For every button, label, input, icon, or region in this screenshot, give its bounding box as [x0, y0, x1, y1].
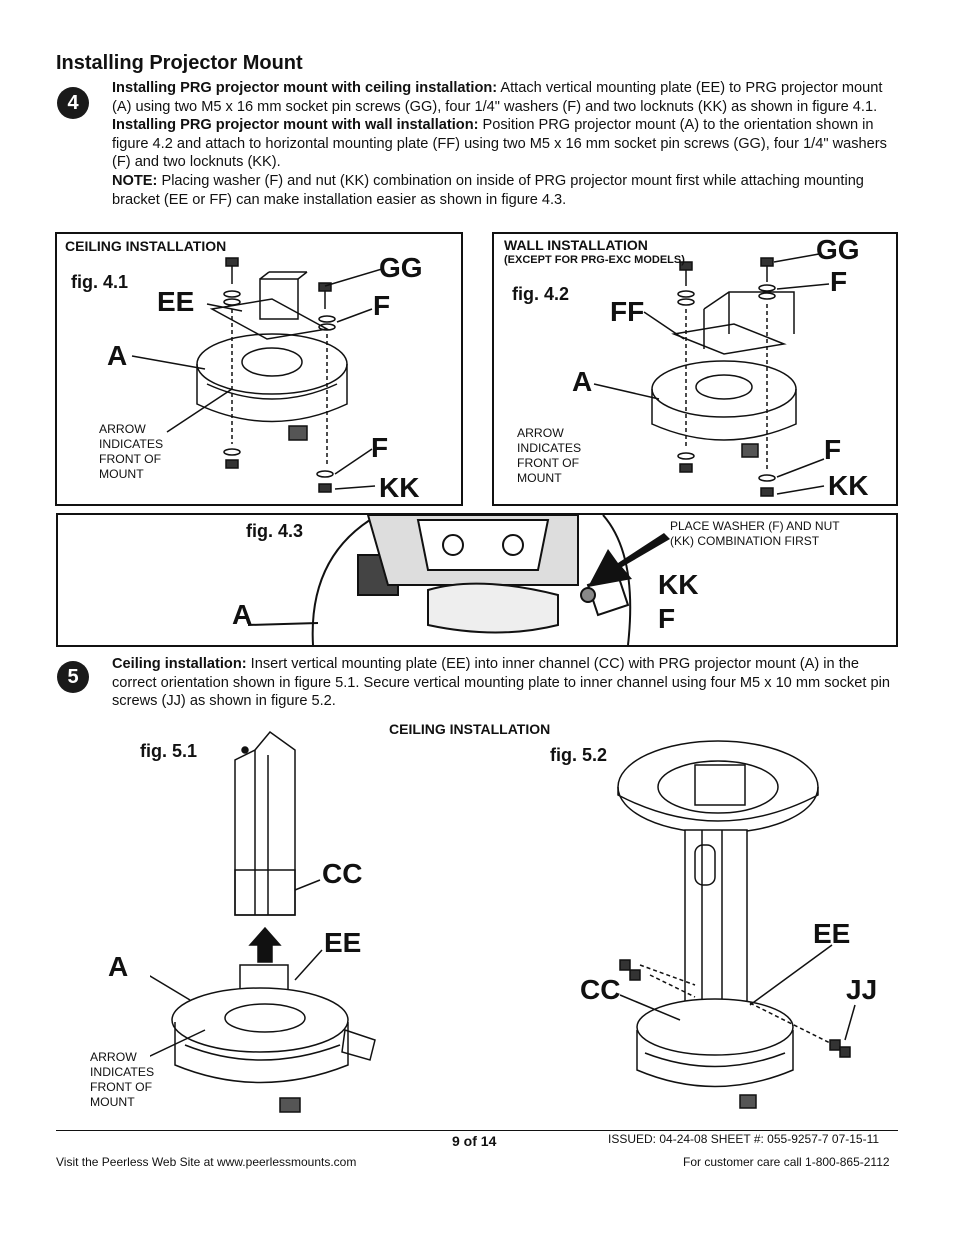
arrow-note-line: FRONT OF — [99, 452, 162, 466]
fig-4-3-drawing — [247, 515, 670, 645]
note-body: Placing washer (F) and nut (KK) combinat… — [112, 172, 864, 208]
fig-5-2-caption: fig. 5.2 — [550, 745, 608, 765]
fig-5-1-caption: fig. 5.1 — [140, 741, 198, 761]
label-cc: CC — [580, 974, 621, 1005]
step-4-note-paragraph: NOTE: Placing washer (F) and nut (KK) co… — [112, 172, 898, 209]
label-ee: EE — [813, 918, 851, 949]
label-f: F — [658, 603, 676, 634]
customer-care-line: For customer care call 1-800-865-2112 — [683, 1155, 890, 1169]
arrow-note-line: MOUNT — [517, 471, 562, 485]
fig-4-2-subtitle: (EXCEPT FOR PRG-EXC MODELS) — [504, 254, 685, 266]
footer-divider — [56, 1130, 898, 1131]
label-a: A — [572, 366, 593, 397]
label-gg: GG — [379, 252, 423, 283]
fig-5-2-drawing — [617, 740, 856, 1109]
label-a: A — [108, 951, 129, 982]
step-5-text: Ceiling installation: Insert vertical mo… — [112, 655, 902, 711]
label-f-bottom: F — [824, 434, 842, 465]
fig-4-1-caption: fig. 4.1 — [71, 272, 129, 292]
step-4-text: Installing PRG projector mount with ceil… — [112, 79, 898, 209]
arrow-note-line: ARROW — [517, 426, 564, 440]
fig-4-2-drawing — [593, 253, 830, 497]
arrow-note-line: INDICATES — [99, 437, 164, 451]
label-cc: CC — [322, 858, 363, 889]
fig-5-title: CEILING INSTALLATION — [389, 721, 551, 737]
fig-5-1-drawing — [150, 730, 376, 1113]
step-5-badge: 5 — [57, 661, 89, 693]
arrow-note-line: FRONT OF — [517, 456, 580, 470]
label-f-top: F — [373, 290, 391, 321]
step-4-badge: 4 — [57, 87, 89, 119]
fig-4-3-panel: fig. 4.3 PLACE WASHER (F) AND NUT (KK) C… — [56, 513, 898, 647]
label-a: A — [107, 340, 128, 371]
arrow-note-line: MOUNT — [99, 467, 144, 481]
fig-4-2-caption: fig. 4.2 — [512, 284, 570, 304]
arrow-note-line: ARROW — [90, 1050, 137, 1064]
issued-info: ISSUED: 04-24-08 SHEET #: 055-9257-7 07-… — [608, 1132, 880, 1146]
note-lead: NOTE: — [112, 172, 158, 189]
fig-4-3-caption: fig. 4.3 — [246, 521, 304, 541]
fig-4-1-title: CEILING INSTALLATION — [65, 238, 227, 254]
wall-body: Position PRG projector mount (A) to the … — [112, 117, 887, 171]
note-line-2: (KK) COMBINATION FIRST — [670, 534, 820, 548]
arrow-note-line: MOUNT — [90, 1095, 135, 1109]
fig-4-1-drawing — [131, 257, 383, 493]
label-f-top: F — [830, 266, 848, 297]
page-number: 9 of 14 — [452, 1133, 497, 1149]
fig-4-2-title: WALL INSTALLATION — [504, 237, 648, 253]
fig-4-1-panel: CEILING INSTALLATION fig. 4.1 GG EE F A … — [55, 232, 463, 506]
label-f-bottom: F — [371, 432, 389, 463]
label-ee: EE — [157, 286, 195, 317]
label-kk: KK — [828, 470, 869, 501]
arrow-note: ARROW INDICATES FRONT OF MOUNT — [99, 422, 163, 482]
ceiling-body: Attach vertical mounting plate (EE) to P… — [112, 80, 883, 115]
arrow-note: ARROW INDICATES FRONT OF MOUNT — [517, 426, 581, 486]
fig-4-3-note: PLACE WASHER (F) AND NUT (KK) COMBINATIO… — [670, 519, 840, 549]
arrow-note-line: INDICATES — [517, 441, 582, 455]
arrow-note-line: ARROW — [99, 422, 146, 436]
fig-4-2-panel: WALL INSTALLATION (EXCEPT FOR PRG-EXC MO… — [492, 232, 898, 506]
step-4-ceiling-paragraph: Installing PRG projector mount with ceil… — [112, 79, 898, 116]
step-4-wall-paragraph: Installing PRG projector mount with wall… — [112, 116, 898, 172]
step-5-lead: Ceiling installation: — [112, 656, 247, 672]
section-title: Installing Projector Mount — [56, 52, 303, 74]
ceiling-lead: Installing PRG projector mount with ceil… — [112, 80, 498, 96]
label-ff: FF — [610, 296, 645, 327]
website-line: Visit the Peerless Web Site at www.peerl… — [56, 1155, 357, 1169]
label-jj: JJ — [846, 974, 878, 1005]
arrow-note: ARROW INDICATES FRONT OF MOUNT — [90, 1050, 154, 1110]
label-gg: GG — [816, 234, 860, 265]
wall-lead: Installing PRG projector mount with wall… — [112, 117, 479, 134]
label-a: A — [232, 599, 253, 630]
arrow-note-line: INDICATES — [90, 1065, 155, 1079]
arrow-note-line: FRONT OF — [90, 1080, 153, 1094]
label-kk: KK — [379, 472, 420, 503]
label-kk: KK — [658, 569, 699, 600]
label-ee: EE — [324, 927, 362, 958]
note-line-1: PLACE WASHER (F) AND NUT — [670, 519, 840, 533]
step-5-body: Insert vertical mounting plate (EE) into… — [112, 656, 890, 710]
